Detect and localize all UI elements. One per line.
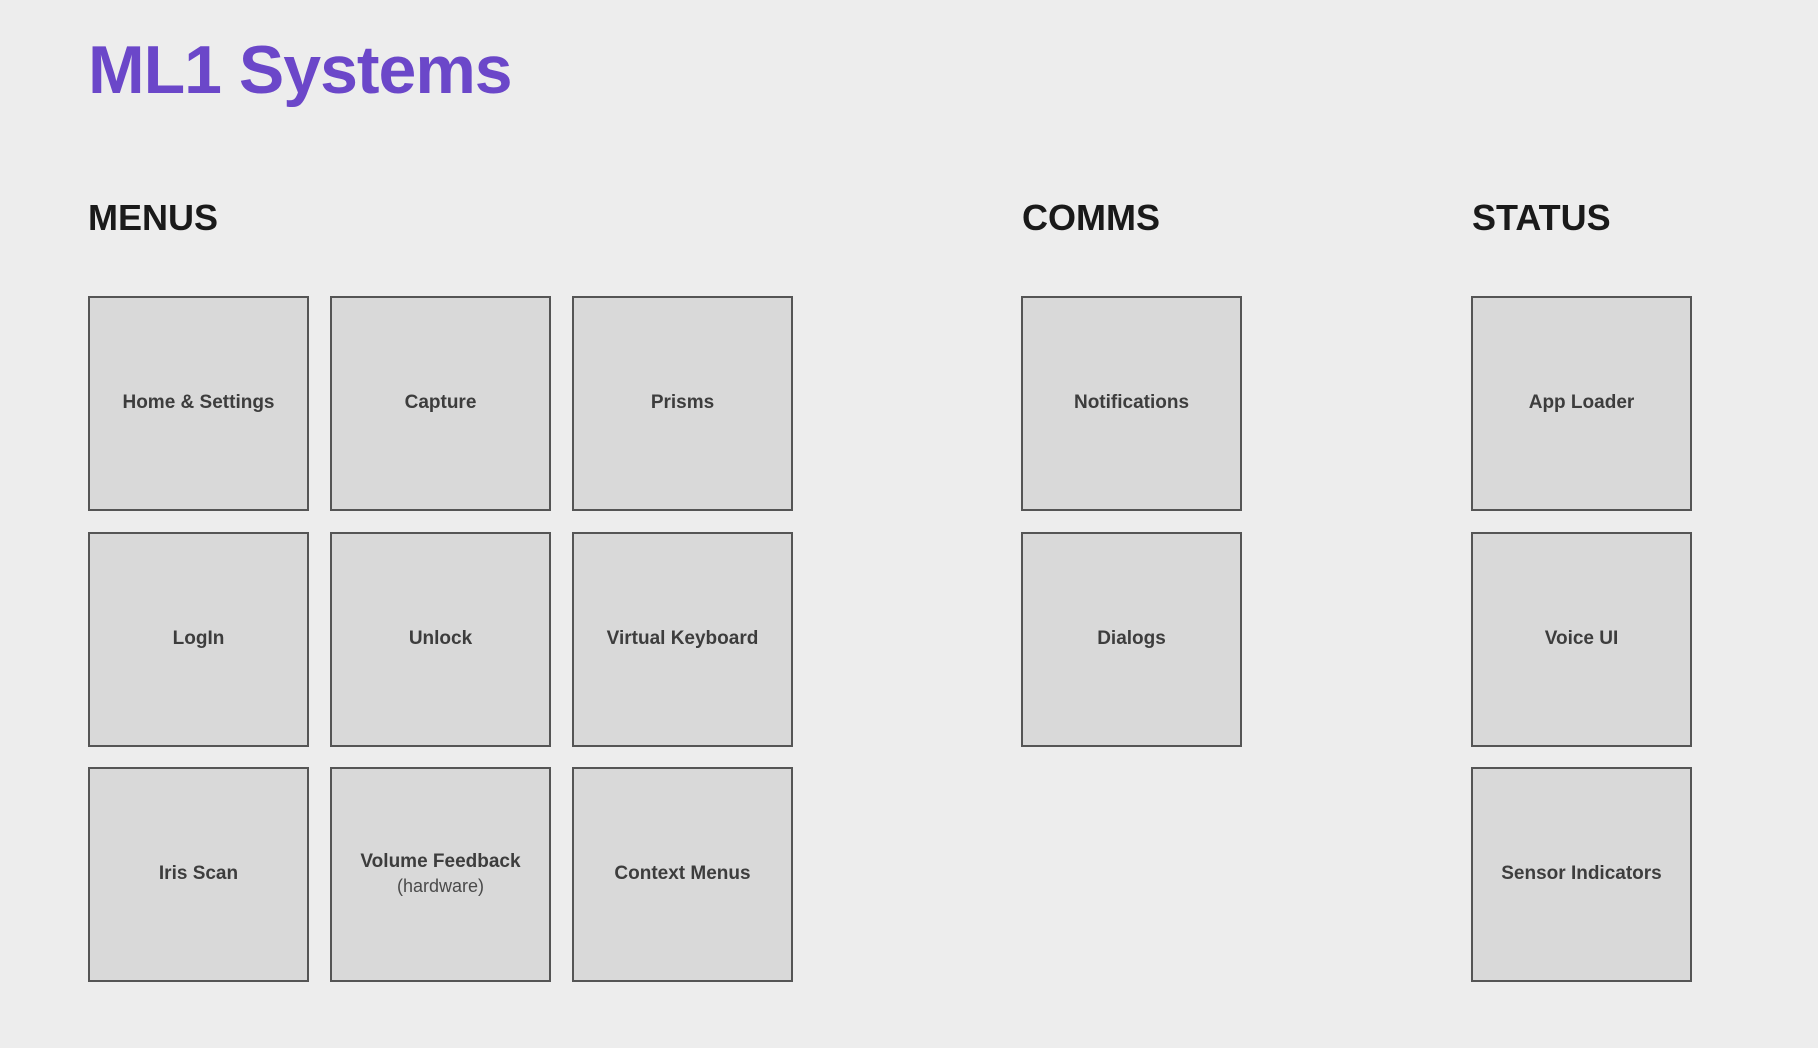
tile-capture[interactable]: Capture <box>330 296 551 511</box>
section-heading-menus: MENUS <box>88 197 219 238</box>
tile-label: Notifications <box>1073 392 1190 414</box>
tile-login[interactable]: LogIn <box>88 532 309 747</box>
tile-label: Sensor Indicators <box>1501 863 1662 885</box>
tile-label: Iris Scan <box>158 863 239 885</box>
tile-label: Home & Settings <box>122 392 275 414</box>
page-title: ML1 Systems <box>88 32 513 108</box>
tile-sensor-indicators[interactable]: Sensor Indicators <box>1471 767 1692 982</box>
tile-label: Dialogs <box>1097 628 1166 650</box>
tile-dialogs[interactable]: Dialogs <box>1021 532 1242 747</box>
tile-label: Capture <box>404 392 477 414</box>
tile-volume-feedback[interactable]: Volume Feedback (hardware) <box>330 767 551 982</box>
section-heading-comms: COMMS <box>1022 197 1160 238</box>
tile-label: Prisms <box>650 392 715 414</box>
tile-iris-scan[interactable]: Iris Scan <box>88 767 309 982</box>
tile-label: App Loader <box>1528 392 1635 414</box>
tile-sublabel: (hardware) <box>396 876 485 897</box>
tile-label: LogIn <box>172 628 225 650</box>
tile-context-menus[interactable]: Context Menus <box>572 767 793 982</box>
tile-unlock[interactable]: Unlock <box>330 532 551 747</box>
tile-label: Virtual Keyboard <box>606 628 759 650</box>
tile-label: Volume Feedback <box>360 851 521 873</box>
tile-virtual-keyboard[interactable]: Virtual Keyboard <box>572 532 793 747</box>
tile-label: Unlock <box>408 628 473 650</box>
tile-voice-ui[interactable]: Voice UI <box>1471 532 1692 747</box>
tile-home-settings[interactable]: Home & Settings <box>88 296 309 511</box>
tile-label: Voice UI <box>1544 628 1619 650</box>
section-heading-status: STATUS <box>1472 197 1611 238</box>
tile-notifications[interactable]: Notifications <box>1021 296 1242 511</box>
tile-app-loader[interactable]: App Loader <box>1471 296 1692 511</box>
tile-label: Context Menus <box>614 863 751 885</box>
tile-prisms[interactable]: Prisms <box>572 296 793 511</box>
